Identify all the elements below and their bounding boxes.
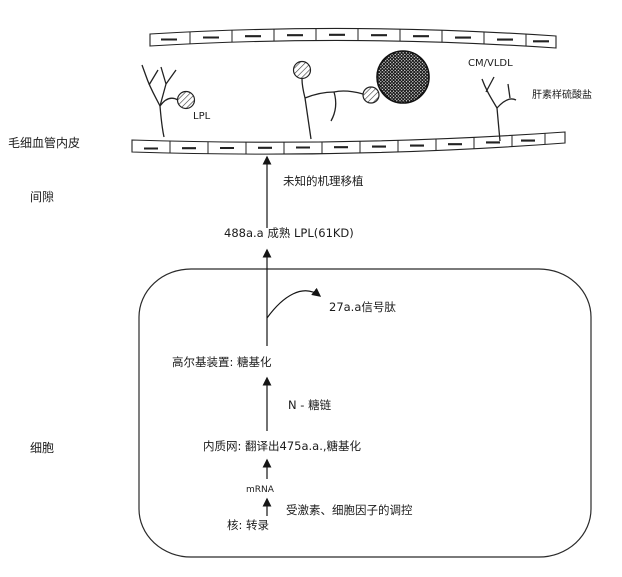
er-label: 内质网: 翻译出475a.a.,糖基化 [203,439,362,453]
translocation-label: 未知的机理移植 [283,174,364,188]
regulation-label: 受激素、细胞因子的调控 [286,503,413,517]
golgi-label: 高尔基装置: 糖基化 [172,355,272,369]
mature-lpl-label: 488a.a 成熟 LPL(61KD) [224,226,354,240]
capillary-wall-top-segments [161,28,549,48]
heparan-tree-right [481,76,517,142]
lpl-particle-left [176,90,196,110]
arrow-signal-peptide [266,287,322,319]
signal-peptide-label: 27a.a信号肽 [329,300,396,314]
cm-vldl-particle [376,50,430,104]
lpl-particle-middle-right [362,86,380,104]
lpl-particle-middle-top [292,60,312,80]
capillary-wall-top [149,27,557,49]
lpl-label: LPL [193,111,211,122]
cm-vldl-label: CM/VLDL [468,58,513,69]
capillary-endothelium-label: 毛细血管内皮 [8,135,80,150]
mrna-label: mRNA [246,485,275,495]
heparan-tree-middle [301,78,364,140]
cell-label: 细胞 [30,441,54,455]
pathway-arrows [262,155,322,516]
n-glycan-label: N - 糖链 [288,398,332,412]
cell-outline [138,268,592,558]
nucleus-transcription-label: 核: 转录 [227,518,269,532]
interstice-label: 间隙 [30,190,54,204]
heparan-tree-left [141,64,179,138]
capillary-wall-bottom [131,131,566,155]
heparin-sulfate-label: 肝素样硫酸盐 [532,88,592,101]
